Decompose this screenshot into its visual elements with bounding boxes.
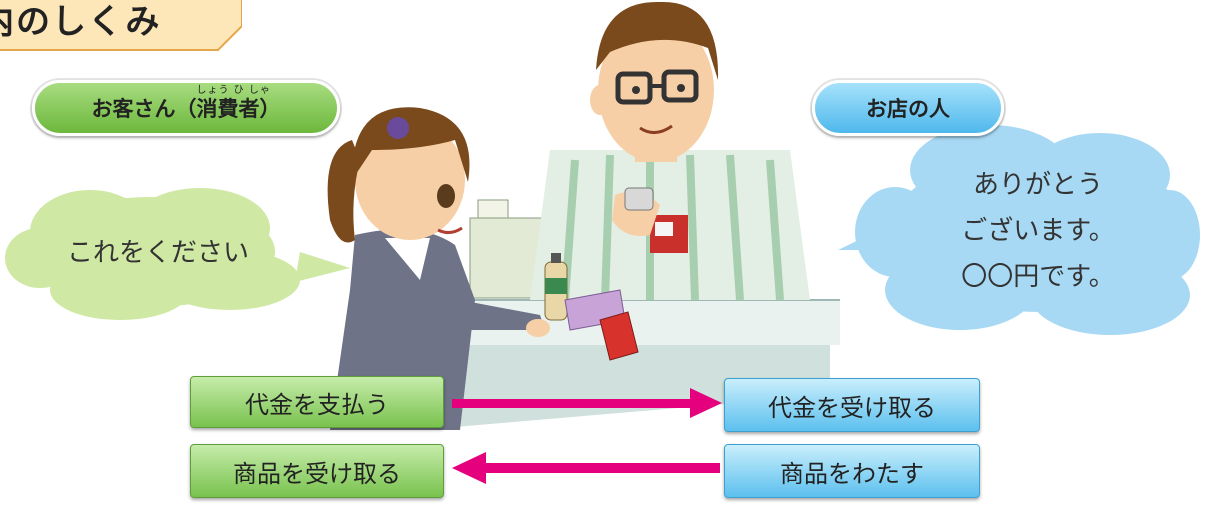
page-title: 内のしくみ: [0, 2, 162, 42]
shop-speech-line-3: 〇〇円です。: [961, 262, 1115, 292]
hand-over-goods-box: 商品をわたす: [724, 444, 980, 498]
shopkeeper-figure: [530, 1, 810, 301]
title-tab: 内のしくみ: [0, 0, 242, 52]
customer-role-prefix: お客さん（: [91, 97, 197, 121]
shop-role-text: お店の人: [866, 97, 950, 121]
customer-role-label: お客さん（しょう ひ しゃ消費者）: [32, 80, 340, 136]
customer-role-word-text: 消費者: [196, 97, 260, 121]
shop-speech-cloud: [838, 125, 1200, 335]
receive-payment-box: 代金を受け取る: [724, 378, 980, 432]
customer-role-word: しょう ひ しゃ消費者: [196, 85, 270, 123]
pay-box: 代金を支払う: [190, 376, 444, 428]
shop-speech-text: ありがとう ございます。 〇〇円です。: [920, 162, 1156, 300]
customer-role-suffix: ）: [259, 97, 281, 121]
shop-speech-line-1: ありがとう: [972, 170, 1103, 200]
customer-speech-cloud: [5, 188, 350, 320]
shop-speech-line-2: ございます。: [961, 216, 1115, 246]
goods-on-counter: [544, 253, 639, 361]
shop-role-label: お店の人: [812, 80, 1004, 136]
customer-speech-text: これをください: [66, 238, 249, 268]
title-tab-shape: [0, 0, 242, 51]
receive-goods-box: 商品を受け取る: [190, 444, 444, 498]
customer-role-ruby: しょう ひ しゃ: [196, 85, 271, 96]
